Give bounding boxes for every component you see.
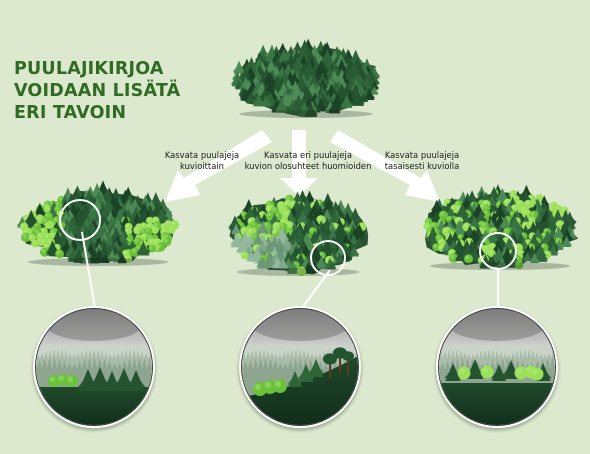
broadleaf-tree <box>48 375 60 387</box>
broadleaf-tree <box>133 237 143 246</box>
method-label-site-adapted: Kasvata eri puulajeja kuvion olosuhteet … <box>244 150 372 171</box>
broadleaf-tree <box>151 226 159 235</box>
title-line-3: ERI TAVOIN <box>14 103 127 123</box>
broadleaf-tree <box>548 204 557 213</box>
forest-even-mix <box>423 184 579 270</box>
broadleaf-tree <box>145 216 154 225</box>
broadleaf-tree <box>39 247 50 257</box>
broadleaf-tree <box>44 221 52 230</box>
title-line-1: PUULAJIKIRJOA <box>14 59 164 79</box>
page-title: PUULAJIKIRJOA VOIDAAN LISÄTÄ ERI TAVOIN <box>14 58 214 124</box>
broadleaf-tree <box>481 225 491 236</box>
broadleaf-tree <box>21 232 31 242</box>
forest-top-mixed <box>230 38 381 118</box>
broadleaf-tree <box>57 374 69 386</box>
arrow-right-icon <box>330 130 440 202</box>
broadleaf-tree <box>438 210 449 220</box>
method-label-patches: Kasvata puulajeja kuvioittain <box>164 150 240 171</box>
broadleaf-tree <box>162 237 172 247</box>
broadleaf-tree <box>316 215 326 225</box>
magnifier-circle-patches <box>32 306 156 431</box>
broadleaf-tree <box>480 365 494 379</box>
magnifier-circle-site-adapted <box>238 306 362 431</box>
small-circle-right <box>479 232 517 270</box>
forest-site-adapted <box>227 189 369 277</box>
broadleaf-tree <box>429 221 439 231</box>
broadleaf-tree <box>240 251 249 260</box>
broadleaf-tree <box>464 254 474 264</box>
broadleaf-tree <box>148 244 157 253</box>
magnifier-connector-lines <box>81 231 499 309</box>
broadleaf-tree <box>167 226 176 234</box>
broadleaf-tree <box>55 249 64 259</box>
small-circle-center <box>310 240 346 276</box>
broadleaf-tree <box>521 208 532 219</box>
forest-patches <box>16 180 180 266</box>
broadleaf-tree <box>514 260 524 269</box>
broadleaf-tree <box>423 222 431 230</box>
broadleaf-tree <box>66 375 78 387</box>
broadleaf-tree <box>273 379 287 393</box>
arrow-center-icon <box>280 130 318 196</box>
small-circle-left <box>59 199 101 241</box>
broadleaf-tree <box>530 367 544 381</box>
broadleaf-tree <box>296 266 307 277</box>
title-line-2: VOIDAAN LISÄTÄ <box>14 81 181 101</box>
broadleaf-tree <box>31 239 40 248</box>
arrow-left-icon <box>165 130 272 202</box>
broadleaf-tree <box>457 366 471 380</box>
small-magnifier-circles <box>59 199 517 276</box>
magnifier-circle-even <box>435 306 559 431</box>
broadleaf-tree <box>133 225 142 235</box>
broadleaf-tree <box>514 366 528 380</box>
method-label-even: Kasvata puulajeja tasaisesti kuviolla <box>384 150 460 171</box>
